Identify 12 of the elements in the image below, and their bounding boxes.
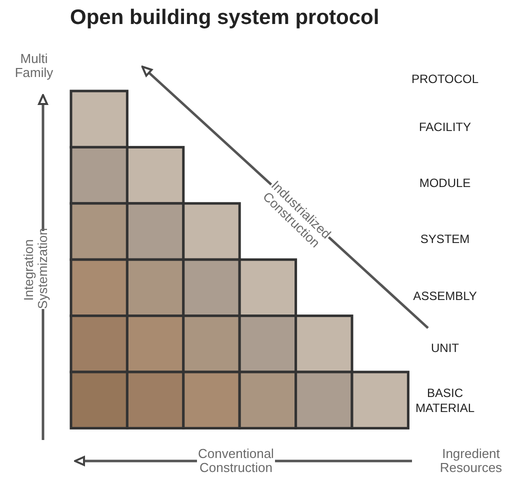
level-label: FACILITY [418,120,472,134]
level-label: UNIT [430,340,460,356]
axis-label: Conventional Construction [197,447,275,475]
title: Open building system protocol [70,6,380,30]
axis-label: Integration Systemization [22,231,50,309]
level-label: PROTOCOL [410,72,480,86]
axis-label: Multi Family [14,52,54,80]
level-label: MODULE [418,176,472,190]
level-label: SYSTEM [419,232,471,246]
axis-label: Ingredient Resources [438,447,504,475]
level-label: BASIC MATERIAL [414,386,476,416]
level-label: ASSEMBLY [412,288,478,304]
